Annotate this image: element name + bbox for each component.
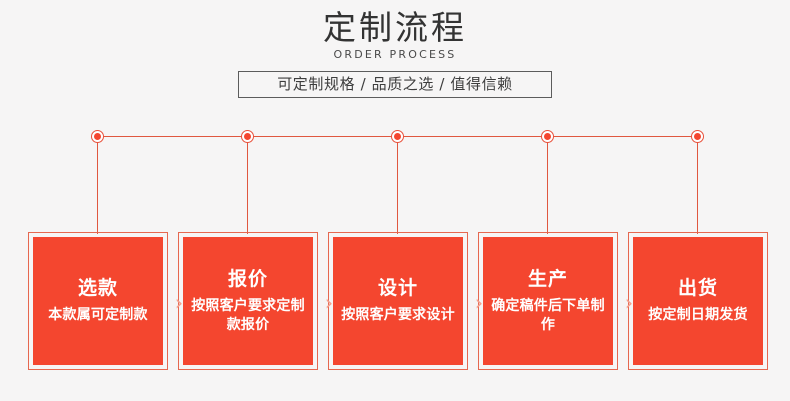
- process-step-title-3: 设计: [377, 277, 418, 299]
- process-step-description-5: 按定制日期发货: [648, 307, 748, 323]
- process-step-inner-5: 出货 按定制日期发货: [633, 237, 763, 365]
- chevron-right-icon-4: ›: [624, 291, 634, 315]
- connector-vertical-line-2: [247, 137, 248, 234]
- process-step-description-1: 本款属可定制款: [48, 307, 148, 323]
- connector-vertical-line-5: [697, 137, 698, 234]
- connector-node-icon-3: [391, 130, 404, 143]
- process-step-inner-4: 生产 确定稿件后下单制作: [483, 237, 613, 365]
- process-step-title-5: 出货: [677, 277, 718, 299]
- tagline-box: 可定制规格 / 品质之选 / 值得信赖: [238, 71, 552, 98]
- process-step-card-5: 出货 按定制日期发货: [628, 232, 768, 370]
- chevron-right-icon-1: ›: [174, 291, 184, 315]
- page-title: 定制流程: [323, 8, 467, 47]
- chevron-right-icon-2: ›: [324, 291, 334, 315]
- process-step-description-3: 按照客户要求设计: [341, 307, 455, 323]
- page-subtitle-english: ORDER PROCESS: [333, 48, 457, 61]
- process-step-description-4: 确定稿件后下单制作: [491, 297, 605, 333]
- process-step-card-3: 设计 按照客户要求设计: [328, 232, 468, 370]
- process-step-inner-3: 设计 按照客户要求设计: [333, 237, 463, 365]
- tagline-text: 可定制规格 / 品质之选 / 值得信赖: [277, 75, 513, 93]
- process-step-description-2: 按照客户要求定制款报价: [191, 297, 305, 333]
- connector-vertical-line-4: [547, 137, 548, 234]
- process-step-card-2: 报价 按照客户要求定制款报价: [178, 232, 318, 370]
- connector-node-icon-1: [91, 130, 104, 143]
- connector-node-icon-5: [691, 130, 704, 143]
- connector-vertical-line-1: [97, 137, 98, 234]
- process-step-inner-2: 报价 按照客户要求定制款报价: [183, 237, 313, 365]
- page-header: 定制流程 ORDER PROCESS: [0, 0, 790, 62]
- process-step-inner-1: 选款 本款属可定制款: [33, 237, 163, 365]
- process-step-card-4: 生产 确定稿件后下单制作: [478, 232, 618, 370]
- process-step-title-2: 报价: [227, 267, 268, 290]
- connector-node-icon-4: [541, 130, 554, 143]
- process-step-card-1: 选款 本款属可定制款: [28, 232, 168, 370]
- connector-node-icon-2: [241, 130, 254, 143]
- process-step-title-4: 生产: [527, 267, 568, 290]
- process-step-title-1: 选款: [77, 277, 118, 299]
- chevron-right-icon-3: ›: [474, 291, 484, 315]
- connector-vertical-line-3: [397, 137, 398, 234]
